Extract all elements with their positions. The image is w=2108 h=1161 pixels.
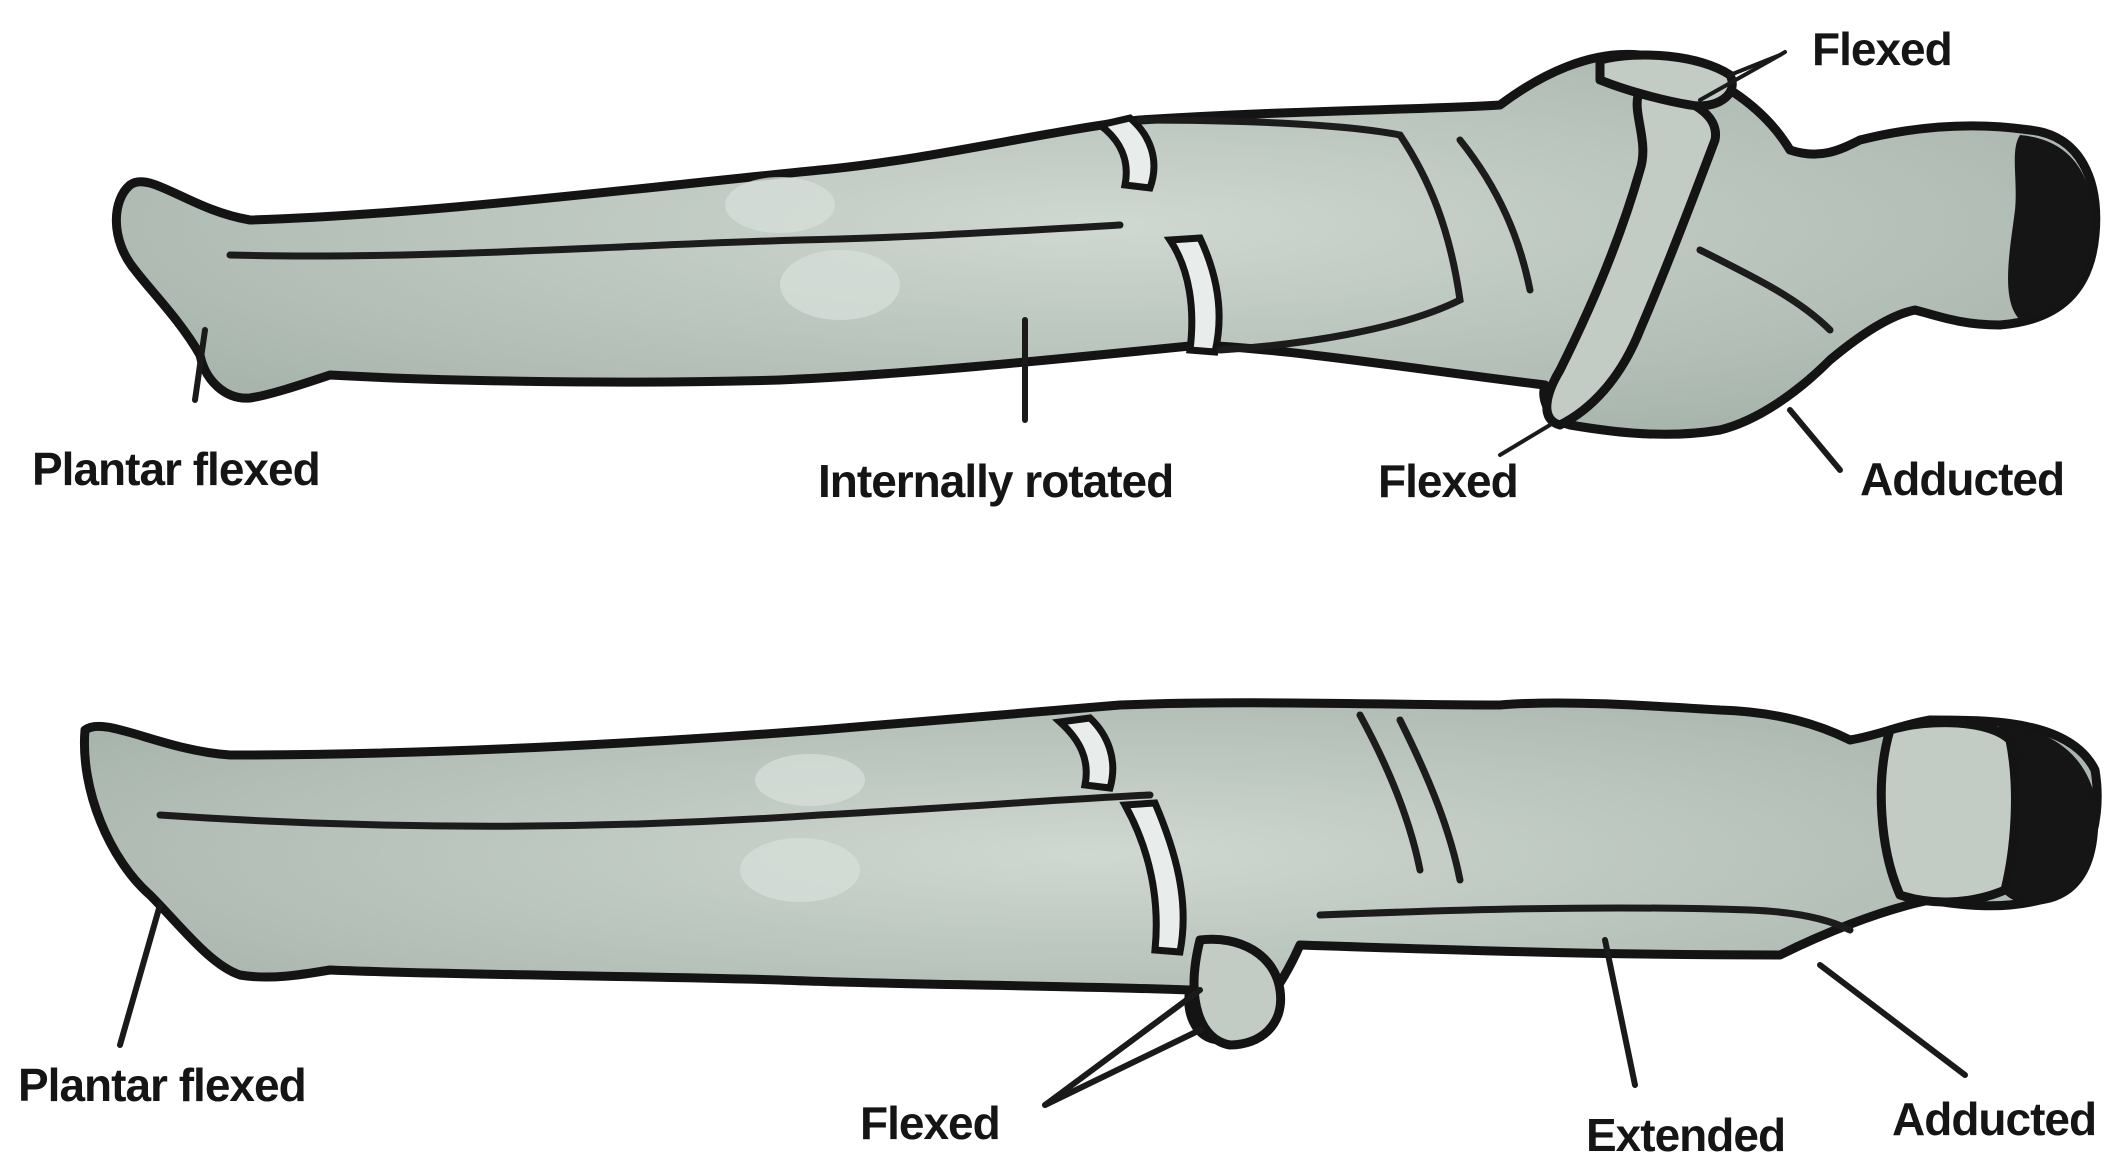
bottom-face [1881, 723, 2015, 902]
top-label-plantar-flexed: Plantar flexed [32, 446, 320, 492]
top-body-figure [116, 54, 2095, 434]
bottom-leader-adducted [1820, 965, 1965, 1075]
top-label-flexed-bottom: Flexed [1378, 458, 1518, 504]
top-label-flexed-top: Flexed [1812, 26, 1952, 72]
top-leader-flexed-top-c [1780, 52, 1785, 55]
bottom-body-figure [84, 703, 2098, 1045]
bottom-knee-upper [755, 754, 865, 806]
top-knee-upper [725, 177, 835, 233]
top-leader-flexed-bottom [1500, 425, 1550, 455]
top-label-internally-rotated: Internally rotated [818, 458, 1173, 504]
top-label-adducted: Adducted [1860, 456, 2064, 502]
bottom-leader-plantar [120, 905, 160, 1045]
bottom-leader-extended [1605, 940, 1635, 1085]
top-body-silhouette [116, 54, 2095, 434]
bottom-leader-flexed-b [1045, 1030, 1200, 1105]
top-knee-lower [780, 250, 900, 320]
bottom-label-flexed: Flexed [860, 1100, 1000, 1146]
bottom-label-extended: Extended [1586, 1112, 1785, 1158]
bottom-leader-flexed-a [1045, 990, 1200, 1105]
top-leader-adducted [1790, 410, 1840, 470]
bottom-label-adducted: Adducted [1892, 1096, 2096, 1142]
bottom-label-plantar-flexed: Plantar flexed [18, 1062, 306, 1108]
bottom-knee-lower [740, 838, 860, 902]
